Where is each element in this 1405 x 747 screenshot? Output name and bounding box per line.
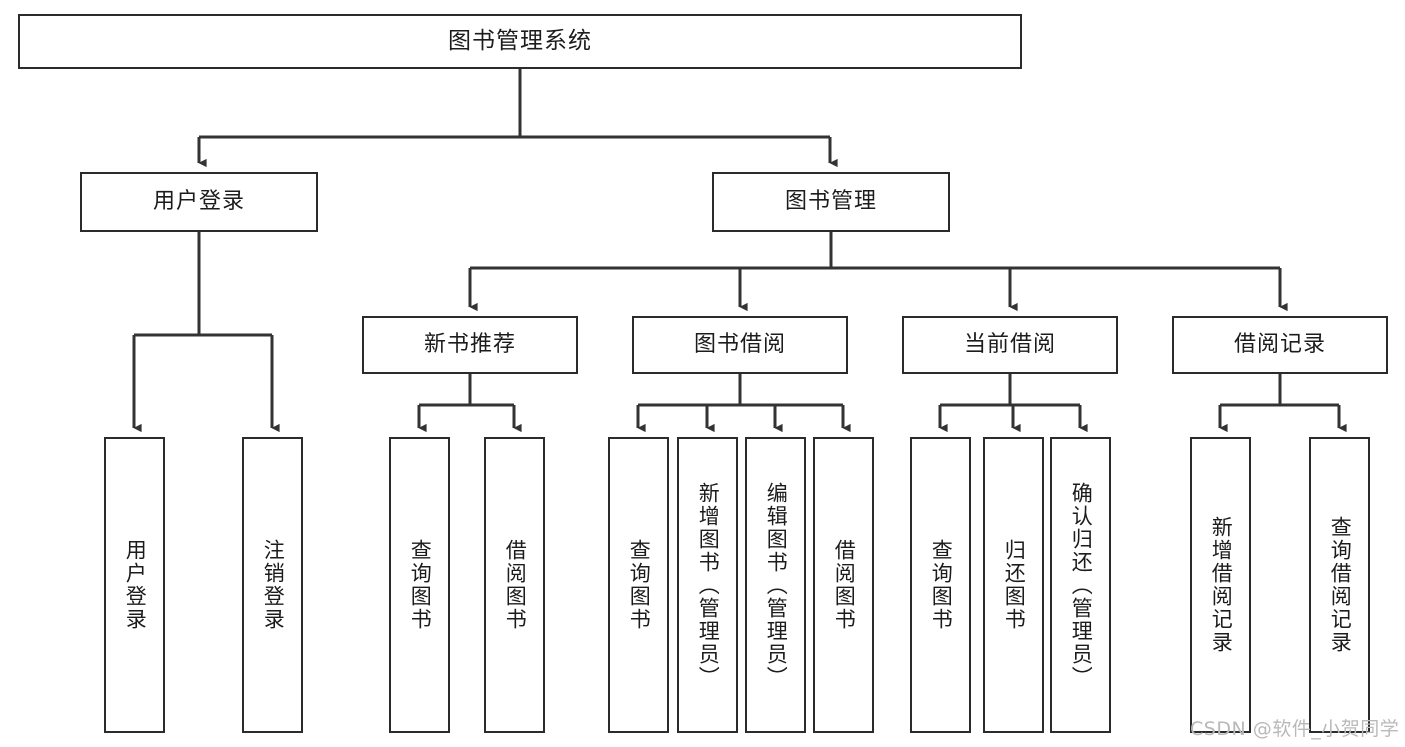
node-label: 编辑图书（管理员）	[764, 481, 789, 689]
node-label: 查询借阅记录	[1328, 516, 1353, 654]
node-label: 新书推荐	[423, 331, 516, 357]
node-label: 借阅记录	[1233, 331, 1326, 357]
leaf-add-borrow-record[interactable]: 新增借阅记录	[1190, 437, 1251, 733]
node-label: 借阅图书	[503, 539, 528, 631]
leaf-return-book[interactable]: 归还图书	[983, 437, 1044, 733]
leaf-add-book-admin[interactable]: 新增图书（管理员）	[677, 437, 738, 733]
node-label: 用户登录	[152, 188, 245, 214]
node-label: 图书管理	[784, 188, 877, 214]
node-label: 查询图书	[408, 539, 433, 631]
leaf-user-logout[interactable]: 注销登录	[242, 437, 303, 733]
leaf-borrow-book[interactable]: 借阅图书	[813, 437, 874, 733]
node-label: 确认归还（管理员）	[1069, 481, 1094, 689]
leaf-query-borrow-record[interactable]: 查询借阅记录	[1309, 437, 1370, 733]
node-new-book-recommend[interactable]: 新书推荐	[362, 316, 578, 374]
leaf-confirm-return-admin[interactable]: 确认归还（管理员）	[1050, 437, 1111, 733]
node-label: 当前借阅	[963, 331, 1056, 357]
node-borrow-record[interactable]: 借阅记录	[1172, 316, 1388, 374]
node-user-login[interactable]: 用户登录	[80, 172, 318, 232]
node-label: 借阅图书	[832, 539, 857, 631]
node-label: 新增借阅记录	[1209, 516, 1234, 654]
leaf-query-book[interactable]: 查询图书	[608, 437, 669, 733]
node-book-borrow[interactable]: 图书借阅	[632, 316, 848, 374]
leaf-borrow-book-recommend[interactable]: 借阅图书	[484, 437, 545, 733]
node-label: 新增图书（管理员）	[696, 481, 721, 689]
node-label: 图书管理系统	[448, 27, 592, 54]
leaf-user-login[interactable]: 用户登录	[104, 437, 165, 733]
node-label: 注销登录	[261, 539, 286, 631]
node-current-borrow[interactable]: 当前借阅	[902, 316, 1118, 374]
node-root[interactable]: 图书管理系统	[18, 14, 1022, 69]
node-label: 查询图书	[627, 539, 652, 631]
leaf-edit-book-admin[interactable]: 编辑图书（管理员）	[745, 437, 806, 733]
node-book-manage[interactable]: 图书管理	[712, 172, 950, 232]
node-label: 归还图书	[1002, 539, 1027, 631]
leaf-query-book-current[interactable]: 查询图书	[910, 437, 971, 733]
node-label: 用户登录	[123, 539, 148, 631]
leaf-query-book-recommend[interactable]: 查询图书	[389, 437, 450, 733]
csdn-watermark: CSDN @软件_小贺同学	[1190, 718, 1400, 740]
node-label: 查询图书	[929, 539, 954, 631]
node-label: 图书借阅	[693, 331, 786, 357]
